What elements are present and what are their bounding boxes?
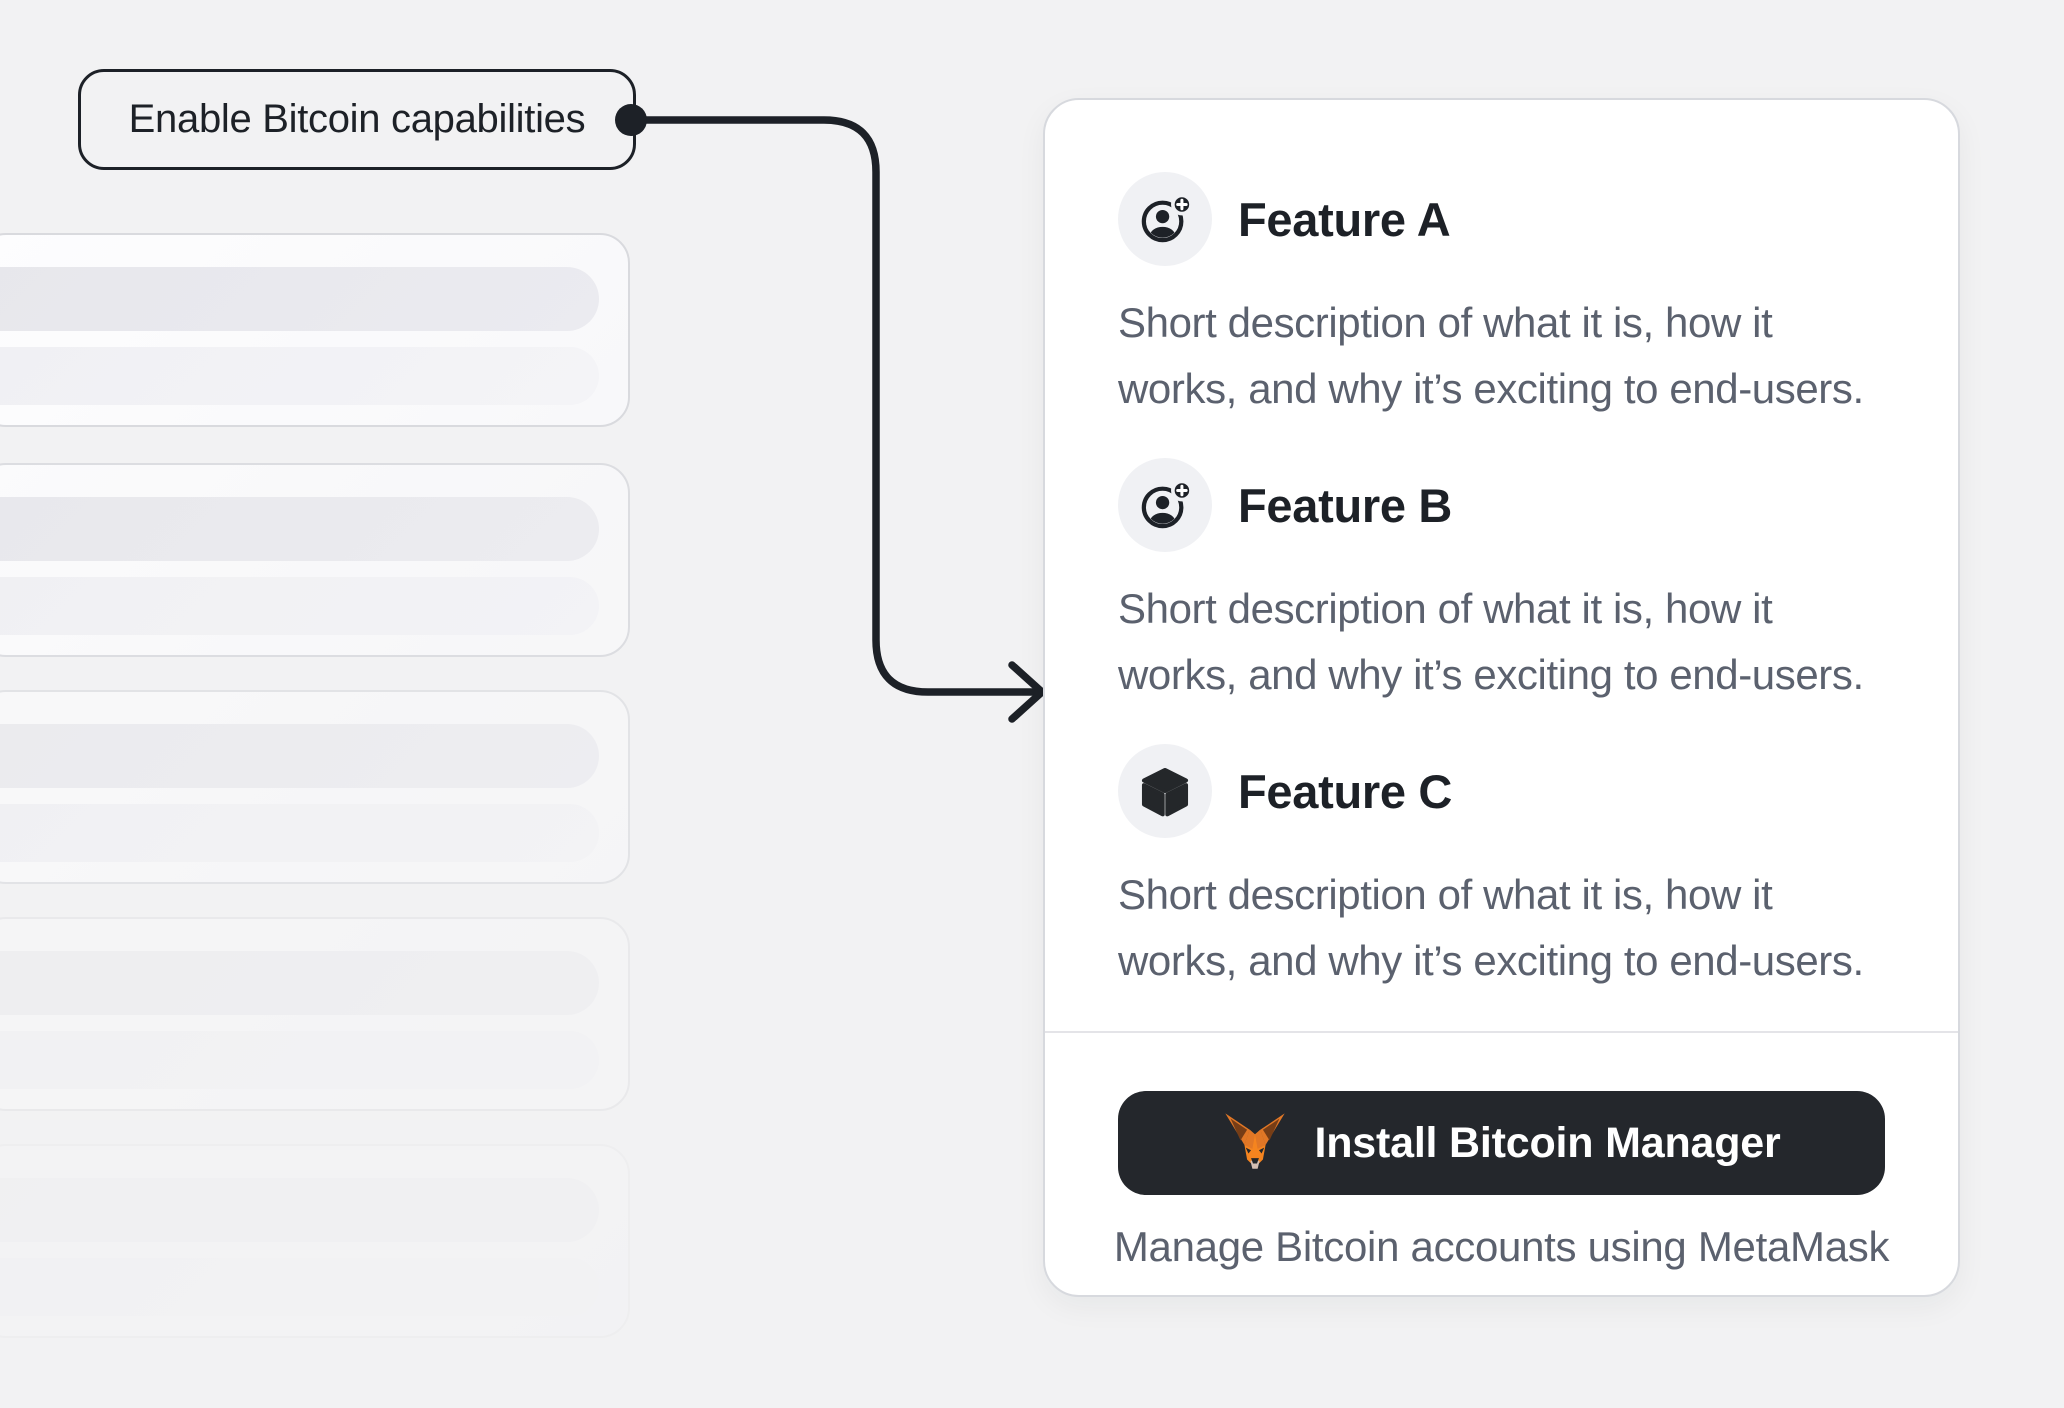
annotation-label: Enable Bitcoin capabilities	[78, 69, 636, 170]
feature-list: Feature A Short description of what it i…	[1118, 172, 1892, 1030]
feature-item: Feature A Short description of what it i…	[1118, 172, 1892, 422]
feature-header: Feature C	[1118, 744, 1892, 838]
skeleton-line	[0, 1258, 599, 1316]
feature-item: Feature C Short description of what it i…	[1118, 744, 1892, 994]
skeleton-card	[0, 1144, 630, 1338]
user-plus-icon	[1118, 172, 1212, 266]
user-plus-icon	[1118, 458, 1212, 552]
skeleton-line	[0, 804, 599, 862]
skeleton-line	[0, 1031, 599, 1089]
skeleton-card	[0, 233, 630, 427]
install-button-label: Install Bitcoin Manager	[1314, 1118, 1781, 1167]
feature-description: Short description of what it is, how it …	[1118, 871, 1864, 984]
skeleton-card	[0, 690, 630, 884]
feature-header: Feature B	[1118, 458, 1892, 552]
feature-description: Short description of what it is, how it …	[1118, 585, 1864, 698]
feature-title: Feature C	[1238, 764, 1453, 818]
feature-description: Short description of what it is, how it …	[1118, 299, 1864, 412]
skeleton-line	[0, 724, 599, 788]
feature-title: Feature A	[1238, 192, 1451, 246]
skeleton-line	[0, 577, 599, 635]
skeleton-line	[0, 1178, 599, 1242]
skeleton-card	[0, 463, 630, 657]
footer-caption: Manage Bitcoin accounts using MetaMask	[1113, 1223, 1890, 1270]
skeleton-line	[0, 267, 599, 331]
connector-dot	[615, 104, 647, 136]
feature-panel: Feature A Short description of what it i…	[1043, 98, 1960, 1297]
feature-title: Feature B	[1238, 478, 1453, 532]
skeleton-line	[0, 951, 599, 1015]
panel-footer: Install Bitcoin Manager Manage Bitcoin a…	[1045, 1031, 1958, 1295]
skeleton-card	[0, 917, 630, 1111]
skeleton-line	[0, 347, 599, 405]
feature-item: Feature B Short description of what it i…	[1118, 458, 1892, 708]
skeleton-line	[0, 497, 599, 561]
annotation-label-text: Enable Bitcoin capabilities	[128, 97, 586, 141]
cube-icon	[1118, 744, 1212, 838]
install-bitcoin-manager-button[interactable]: Install Bitcoin Manager	[1118, 1091, 1885, 1195]
metamask-fox-icon	[1222, 1112, 1288, 1174]
feature-header: Feature A	[1118, 172, 1892, 266]
